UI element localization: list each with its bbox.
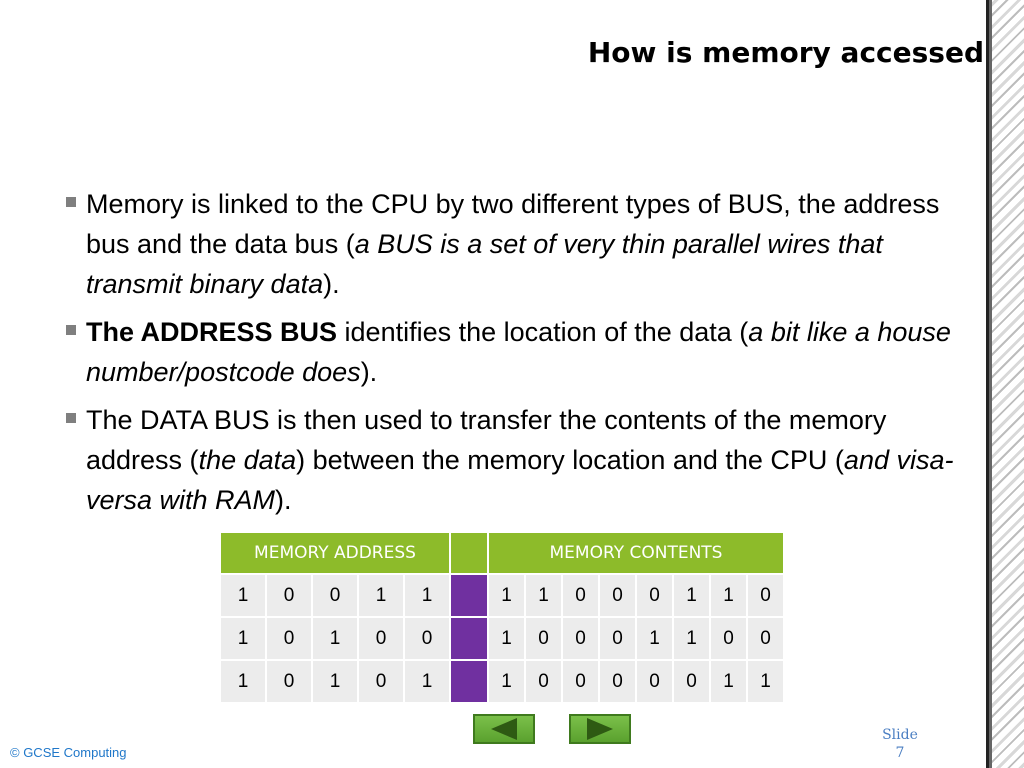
content-bit: 0 [748, 575, 785, 618]
bullet-item: The ADDRESS BUS identifies the location … [66, 312, 986, 392]
square-bullet-icon [66, 197, 76, 207]
table-separator [451, 575, 489, 618]
content-bit: 0 [563, 618, 600, 661]
bullet-italic-text: the data [198, 445, 297, 475]
content-bit: 0 [526, 661, 563, 704]
table-separator [451, 533, 489, 575]
content-bit: 0 [637, 575, 674, 618]
address-bit: 0 [267, 661, 313, 704]
bullet-text: The DATA BUS is then used to transfer th… [86, 405, 887, 475]
table-header-row: MEMORY ADDRESS MEMORY CONTENTS [221, 533, 785, 575]
table-separator [451, 661, 489, 704]
content-bit: 0 [674, 661, 711, 704]
address-bit: 0 [313, 575, 359, 618]
decorative-edge-stripe [986, 0, 1024, 768]
content-bit: 1 [674, 575, 711, 618]
content-bit: 0 [600, 575, 637, 618]
content-bit: 1 [674, 618, 711, 661]
address-bit: 1 [313, 618, 359, 661]
address-bit: 0 [267, 618, 313, 661]
bullet-italic-text: a BUS is a set of very thin parallel wir… [86, 229, 883, 299]
content-bit: 1 [748, 661, 785, 704]
slide-number-value: 7 [895, 745, 905, 761]
address-bit: 0 [267, 575, 313, 618]
bullet-text: Memory is linked to the CPU by two diffe… [86, 189, 940, 259]
table-row: 1 0 1 0 0 1 0 0 0 1 1 0 0 [221, 618, 785, 661]
bullet-text: ). [323, 269, 340, 299]
address-bit: 1 [221, 575, 267, 618]
content-bit: 0 [526, 618, 563, 661]
address-bit: 1 [405, 575, 451, 618]
memory-address-header: MEMORY ADDRESS [221, 533, 451, 575]
bullet-text: ). [360, 357, 378, 387]
address-bit: 1 [405, 661, 451, 704]
triangle-right-icon [587, 718, 613, 740]
content-bit: 0 [637, 661, 674, 704]
table-row: 1 0 0 1 1 1 1 0 0 0 1 1 0 [221, 575, 785, 618]
address-bit: 1 [221, 661, 267, 704]
content-bit: 0 [711, 618, 748, 661]
content-bit: 1 [637, 618, 674, 661]
bullet-italic-text: a bit like a house number/postcode does [86, 317, 951, 387]
memory-contents-header: MEMORY CONTENTS [489, 533, 785, 575]
slide-number: Slide 7 [876, 726, 924, 762]
bullet-bold-text: The ADDRESS BUS [86, 317, 338, 347]
square-bullet-icon [66, 413, 76, 423]
content-bit: 0 [600, 661, 637, 704]
bullet-item: The DATA BUS is then used to transfer th… [66, 400, 986, 520]
slide-label: Slide [882, 727, 918, 743]
address-bit: 0 [359, 661, 405, 704]
address-bit: 1 [359, 575, 405, 618]
content-bit: 0 [748, 618, 785, 661]
address-bit: 1 [313, 661, 359, 704]
square-bullet-icon [66, 325, 76, 335]
content-bit: 0 [563, 661, 600, 704]
bullet-italic-text: and visa-versa with RAM [86, 445, 954, 515]
content-bit: 1 [711, 575, 748, 618]
address-bit: 0 [359, 618, 405, 661]
content-bit: 1 [489, 661, 526, 704]
previous-slide-button[interactable] [473, 714, 535, 744]
bullet-text: ) between the memory location and the CP… [296, 445, 844, 475]
content-bit: 1 [711, 661, 748, 704]
next-slide-button[interactable] [569, 714, 631, 744]
bullet-item: Memory is linked to the CPU by two diffe… [66, 184, 986, 304]
bullet-list: Memory is linked to the CPU by two diffe… [66, 184, 986, 528]
content-bit: 0 [563, 575, 600, 618]
content-bit: 1 [526, 575, 563, 618]
content-bit: 0 [600, 618, 637, 661]
address-bit: 1 [221, 618, 267, 661]
table-row: 1 0 1 0 1 1 0 0 0 0 0 1 1 [221, 661, 785, 704]
content-bit: 1 [489, 575, 526, 618]
triangle-left-icon [491, 718, 517, 740]
table-separator [451, 618, 489, 661]
slide-title: How is memory accessed [587, 36, 984, 69]
bullet-text: identifies the location of the data ( [337, 317, 749, 347]
address-bit: 0 [405, 618, 451, 661]
content-bit: 1 [489, 618, 526, 661]
memory-table: MEMORY ADDRESS MEMORY CONTENTS 1 0 0 1 1… [221, 533, 785, 704]
copyright-footer: © GCSE Computing [10, 745, 127, 760]
bullet-text: ). [275, 485, 292, 515]
